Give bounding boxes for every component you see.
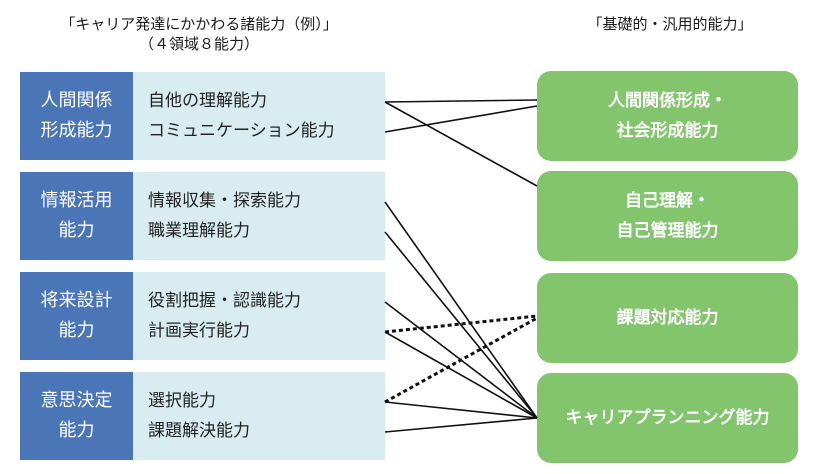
domain-box: 将来設計 能力 — [20, 272, 133, 360]
domain-label-line: 能力 — [58, 320, 95, 341]
connection-line — [384, 331, 538, 419]
connection-line — [384, 316, 538, 404]
domain-group-future-planning: 将来設計 能力 役割把握・認識能力 計画実行能力 — [20, 272, 385, 360]
competency-label-line: キャリアプランニング能力 — [565, 408, 770, 428]
competency-label-line: 課題対応能力 — [616, 308, 719, 328]
left-heading-subtitle: （４領域８能力） — [138, 35, 259, 53]
domain-label-line: 意思決定 — [40, 390, 113, 411]
competency-label-line: 自己理解・ — [625, 191, 710, 211]
competency-box-career-planning: キャリアプランニング能力 — [537, 373, 798, 463]
ability-item: コミュニケーション能力 — [148, 121, 335, 141]
connection-line — [384, 417, 538, 433]
competency-label-line: 人間関係形成・ — [608, 91, 727, 111]
domain-group-human-relations: 人間関係 形成能力 自他の理解能力 コミュニケーション能力 — [20, 72, 385, 160]
ability-list: 役割把握・認識能力 計画実行能力 — [133, 272, 385, 360]
connection-line — [384, 401, 538, 419]
domain-label-line: 人間関係 — [40, 90, 113, 111]
ability-item: 課題解決能力 — [148, 421, 250, 441]
domain-label-line: 形成能力 — [40, 120, 113, 141]
ability-list: 情報収集・探索能力 職業理解能力 — [133, 172, 385, 260]
competency-label-line: 自己管理能力 — [616, 221, 719, 241]
domain-group-decision-making: 意思決定 能力 選択能力 課題解決能力 — [20, 372, 385, 460]
domain-label-line: 能力 — [58, 420, 95, 441]
competency-box-self-management: 自己理解・ 自己管理能力 — [537, 171, 798, 261]
ability-item: 計画実行能力 — [148, 321, 250, 341]
connection-line — [384, 201, 538, 419]
domain-box: 情報活用 能力 — [20, 172, 133, 260]
ability-list: 自他の理解能力 コミュニケーション能力 — [133, 72, 385, 160]
right-heading: 「基礎的・汎用的能力」 — [587, 15, 753, 33]
domain-label-line: 能力 — [58, 220, 95, 241]
ability-item: 職業理解能力 — [148, 221, 250, 241]
connection-line — [384, 105, 538, 133]
ability-item: 自他の理解能力 — [148, 91, 267, 111]
domain-box: 人間関係 形成能力 — [20, 72, 133, 160]
competency-box-human-social: 人間関係形成・ 社会形成能力 — [537, 71, 798, 161]
left-heading-title: 「キャリア発達にかかわる諸能力（例）」 — [60, 15, 338, 33]
ability-item: 情報収集・探索能力 — [148, 191, 301, 211]
connection-line — [384, 99, 538, 103]
ability-item: 選択能力 — [148, 391, 216, 411]
competency-label-line: 社会形成能力 — [616, 121, 719, 141]
domain-label-line: 将来設計 — [40, 290, 113, 311]
domain-group-information: 情報活用 能力 情報収集・探索能力 職業理解能力 — [20, 172, 385, 260]
ability-list: 選択能力 課題解決能力 — [133, 372, 385, 460]
connection-line — [384, 231, 538, 419]
ability-item: 役割把握・認識能力 — [148, 291, 301, 311]
connection-line — [384, 101, 538, 187]
connection-line — [384, 314, 538, 334]
left-heading: 「キャリア発達にかかわる諸能力（例）」 （４領域８能力） — [10, 14, 388, 54]
domain-box: 意思決定 能力 — [20, 372, 133, 460]
competency-box-task-handling: 課題対応能力 — [537, 273, 798, 363]
domain-label-line: 情報活用 — [40, 190, 113, 211]
